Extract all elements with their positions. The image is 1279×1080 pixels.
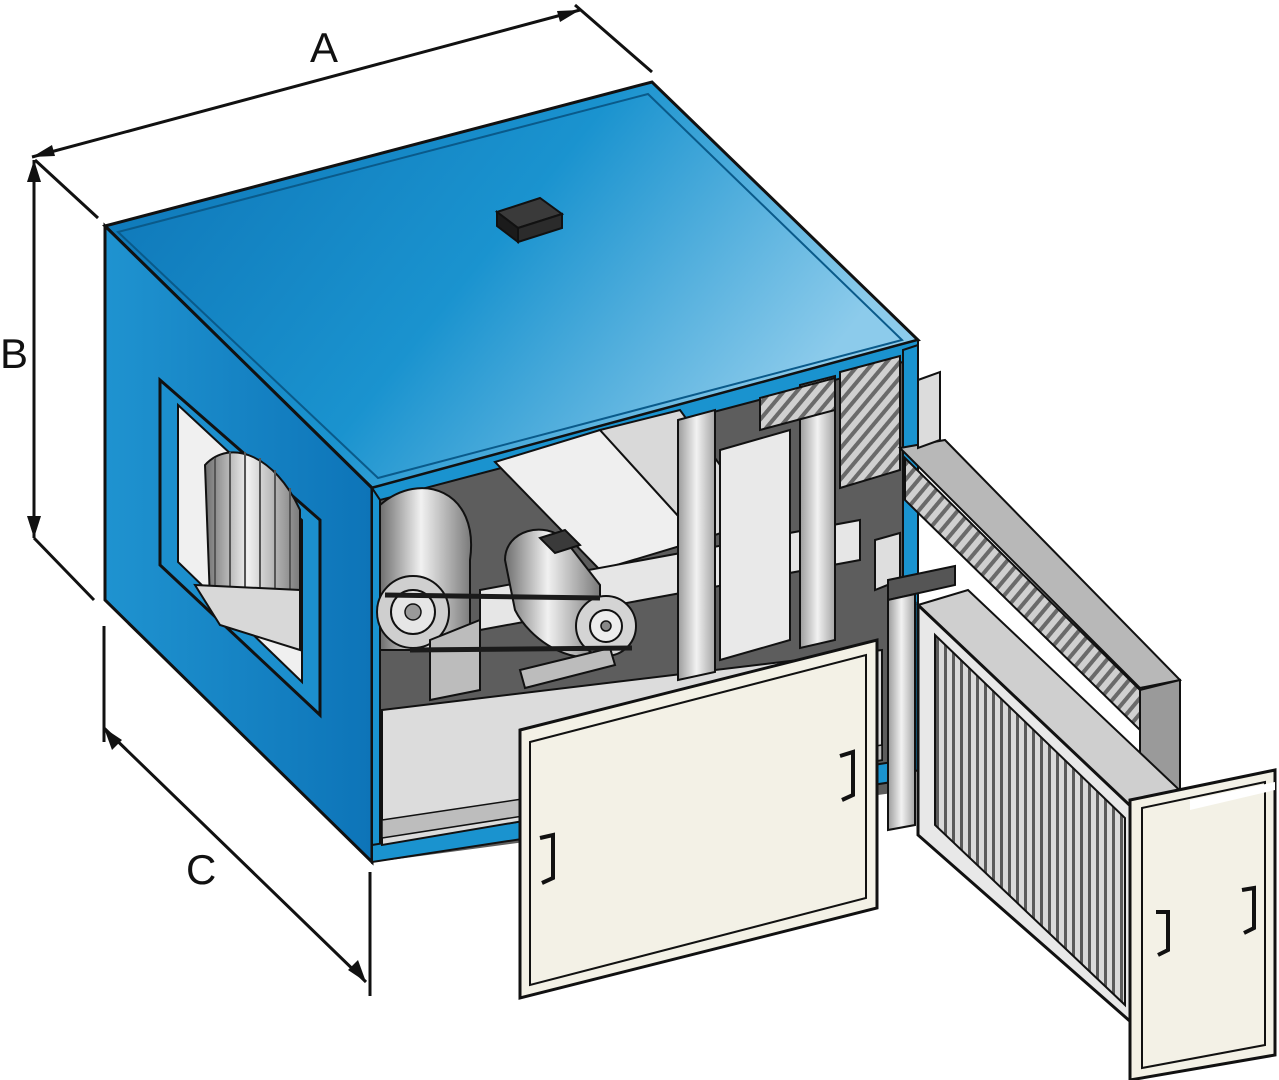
dimension-lines — [27, 3, 653, 996]
electric-motor — [503, 528, 637, 690]
interior-dividers — [677, 374, 836, 682]
access-door-right — [1128, 768, 1277, 1080]
panel-filter-removed — [916, 588, 1192, 1034]
door-handle-icon[interactable] — [539, 832, 555, 885]
drive-belt — [384, 592, 633, 653]
door-handle-icon[interactable] — [1241, 885, 1256, 935]
centrifugal-fan — [376, 487, 481, 702]
filter-guide-rail — [887, 564, 956, 832]
heat-exchanger-coil — [759, 354, 901, 592]
dimension-label-a: A — [310, 24, 338, 71]
dimension-label-b: B — [0, 330, 28, 377]
lifting-block — [494, 196, 565, 245]
side-air-outlet — [158, 376, 322, 719]
door-handle-icon[interactable] — [839, 749, 855, 802]
dimension-label-c: C — [186, 846, 216, 893]
door-handle-icon[interactable] — [1156, 910, 1170, 957]
access-door-front — [518, 638, 879, 1000]
